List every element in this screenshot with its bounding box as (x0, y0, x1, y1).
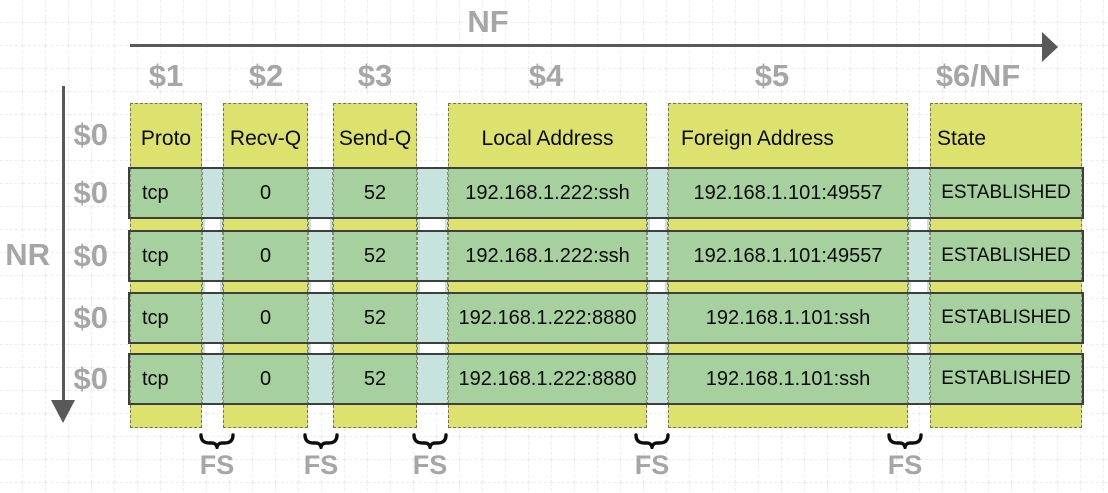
gap-notch (911, 344, 927, 353)
table-cell: ESTABLISHED (930, 355, 1082, 403)
gap-notch (205, 219, 220, 230)
gap-notch (420, 344, 445, 353)
table-cell: tcp (130, 355, 202, 403)
table-row: tcp 0 52 192.168.1.222:ssh 192.168.1.101… (128, 167, 1084, 219)
gap-notch (650, 219, 665, 230)
table-cell: 192.168.1.222:8880 (448, 355, 647, 403)
table-cell: 192.168.1.222:ssh (448, 169, 647, 217)
table-cell: 192.168.1.101:49557 (668, 169, 908, 217)
column-header-foreign: Foreign Address (681, 127, 834, 150)
record-label-row2: $0 (73, 238, 108, 273)
nf-axis-label: NF (467, 4, 509, 39)
field-label-5: $5 (754, 58, 790, 93)
table-cell: tcp (130, 169, 202, 217)
table-cell: 192.168.1.101:ssh (668, 294, 908, 342)
gap-notch (911, 282, 927, 292)
table-cell: 192.168.1.222:8880 (448, 294, 647, 342)
gap-notch (650, 282, 665, 292)
table-row: tcp 0 52 192.168.1.222:8880 192.168.1.10… (128, 292, 1084, 344)
gap-notch (311, 219, 330, 230)
gap-notch (650, 344, 665, 353)
table-cell: 52 (333, 294, 417, 342)
table-cell: 0 (223, 294, 308, 342)
table-cell: 52 (333, 232, 417, 280)
column-header-state: State (937, 127, 987, 150)
gap-notch (311, 282, 330, 292)
field-label-6: $6/NF (935, 58, 1021, 93)
table-cell: tcp (130, 294, 202, 342)
column-header-local: Local Address (481, 127, 614, 150)
nf-axis-line (130, 44, 1043, 47)
table-cell: tcp (130, 232, 202, 280)
gap-notch (311, 344, 330, 353)
gap-notch (205, 344, 220, 353)
fs-label-5: FS (887, 449, 923, 480)
table-row: tcp 0 52 192.168.1.222:8880 192.168.1.10… (128, 353, 1084, 405)
table-cell: 0 (223, 169, 308, 217)
underbrace-icon (634, 433, 670, 449)
underbrace-icon (199, 433, 235, 449)
table-row: tcp 0 52 192.168.1.222:ssh 192.168.1.101… (128, 230, 1084, 282)
gap-notch (420, 282, 445, 292)
column-header-sendq: Send-Q (338, 127, 412, 150)
nf-axis-arrowhead-icon (1042, 32, 1058, 62)
gap-notch (205, 282, 220, 292)
column-header-recvq: Recv-Q (229, 127, 302, 150)
field-label-2: $2 (248, 58, 284, 93)
table-cell: 0 (223, 355, 308, 403)
nr-axis-line (62, 86, 65, 401)
underbrace-icon (887, 433, 923, 449)
column-header-proto: Proto (140, 127, 192, 150)
table-cell: ESTABLISHED (930, 232, 1082, 280)
table-cell: 0 (223, 232, 308, 280)
fs-label-1: FS (199, 449, 235, 480)
record-label-row4: $0 (73, 361, 108, 396)
field-label-3: $3 (357, 58, 393, 93)
field-label-1: $1 (148, 58, 184, 93)
field-label-4: $4 (528, 58, 564, 93)
fs-label-2: FS (303, 449, 339, 480)
nr-axis-arrowhead-icon (51, 400, 75, 423)
table-cell: 52 (333, 355, 417, 403)
table-cell: ESTABLISHED (930, 294, 1082, 342)
underbrace-icon (303, 433, 339, 449)
table-cell: 192.168.1.222:ssh (448, 232, 647, 280)
record-label-row1: $0 (73, 175, 108, 210)
gap-notch (420, 219, 445, 230)
table-cell: 192.168.1.101:49557 (668, 232, 908, 280)
gap-notch (911, 219, 927, 230)
table-cell: 192.168.1.101:ssh (668, 355, 908, 403)
nr-axis-label: NR (5, 237, 50, 272)
record-label-row3: $0 (73, 300, 108, 335)
table-cell: 52 (333, 169, 417, 217)
record-label-header: $0 (73, 117, 108, 152)
fs-label-4: FS (634, 449, 670, 480)
underbrace-icon (412, 433, 448, 449)
fs-label-3: FS (412, 449, 448, 480)
table-cell: ESTABLISHED (930, 169, 1082, 217)
